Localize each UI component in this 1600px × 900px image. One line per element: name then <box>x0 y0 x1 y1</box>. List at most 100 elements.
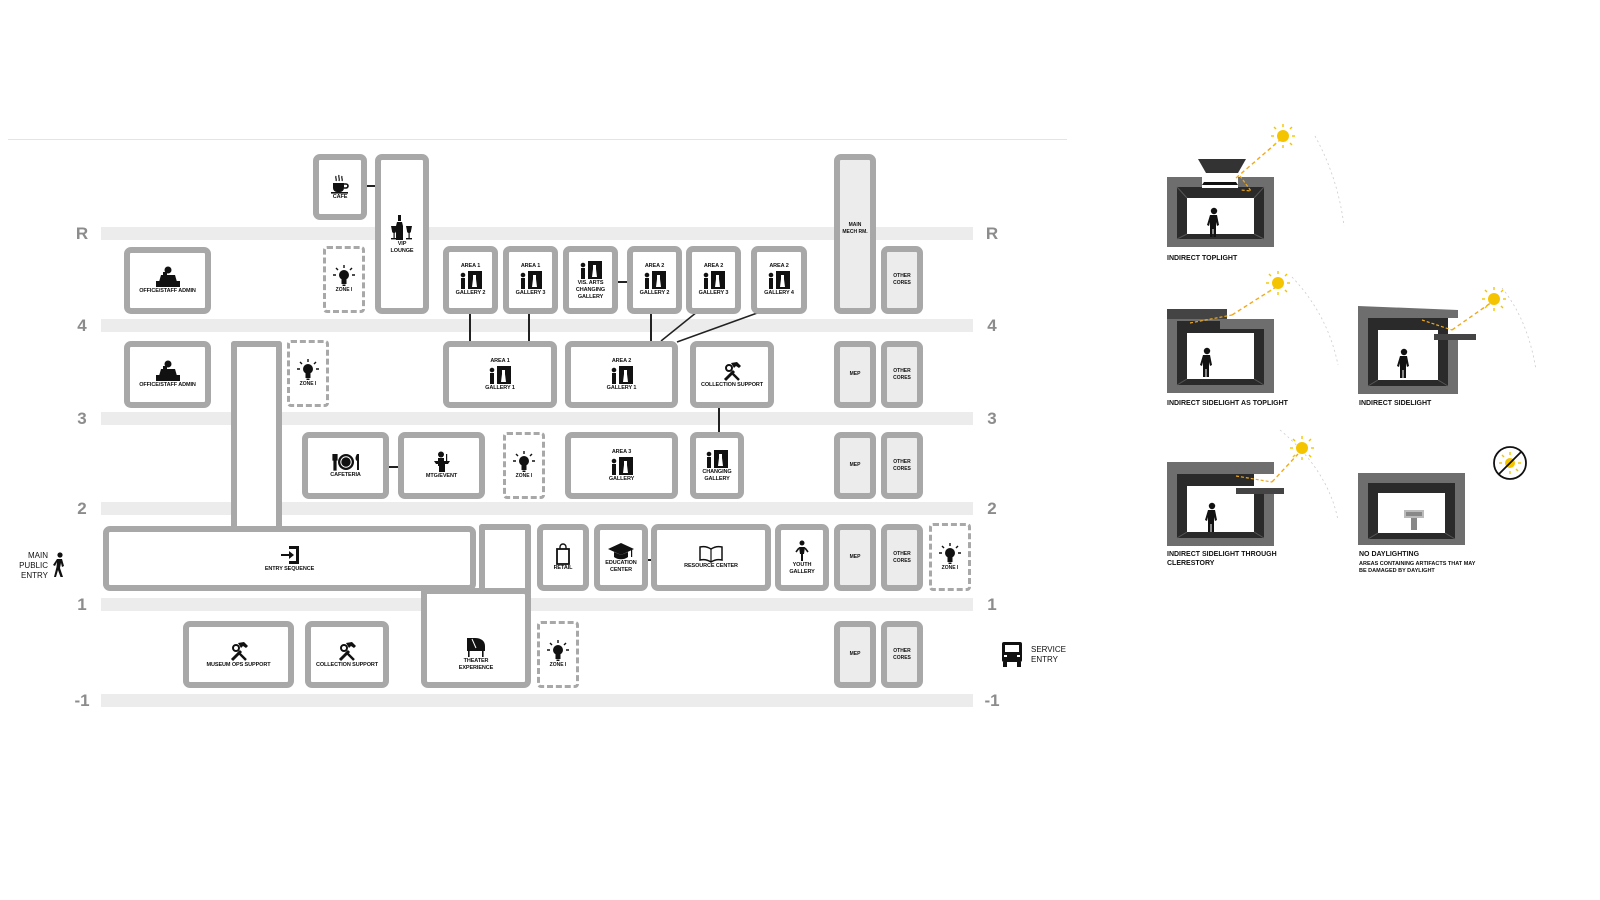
wine-glass-icon <box>389 213 415 241</box>
room-label: AREA 2 <box>644 263 665 269</box>
connector-line <box>718 407 720 433</box>
connector-line <box>646 559 653 561</box>
room-gallery-area-3[interactable]: AREA 3 GALLERY <box>565 432 678 499</box>
room-label: ZONE I <box>335 287 353 293</box>
room-label: ZONE I <box>549 662 567 668</box>
zone-marker[interactable]: ZONE I <box>503 432 545 499</box>
room-gallery-2-area-2[interactable]: AREA 2 GALLERY 2 <box>627 246 682 314</box>
room-youth-gallery[interactable]: YOUTH GALLERY <box>775 524 829 591</box>
hammer-wrench-icon <box>721 360 743 382</box>
room-label: OTHER <box>893 367 911 374</box>
room-other-cores[interactable]: OTHER CORES <box>881 621 923 688</box>
room-mtg-event[interactable]: MTG/EVENT <box>398 432 485 499</box>
level-band-2 <box>101 502 973 515</box>
room-mep[interactable]: MEP <box>834 341 876 408</box>
room-other-cores[interactable]: OTHER CORES <box>881 341 923 408</box>
room-gallery-3-area-2[interactable]: AREA 2 GALLERY 3 <box>686 246 741 314</box>
room-office-admin[interactable]: OFFICE/STAFF ADMIN <box>124 247 211 314</box>
zone-marker[interactable]: ZONE I <box>323 246 365 313</box>
room-other-cores[interactable]: OTHER CORES <box>881 246 923 314</box>
room-mep[interactable]: MEP <box>834 524 876 591</box>
zone-marker[interactable]: ZONE I <box>287 340 329 407</box>
daylight-section-clerestory <box>1167 429 1339 546</box>
zone-marker[interactable]: ZONE I <box>929 523 971 591</box>
connector-line <box>617 281 628 283</box>
level-band-4 <box>101 319 973 332</box>
sun-icon <box>1290 436 1314 460</box>
connector-line <box>469 313 471 341</box>
painting-viewer-icon <box>702 270 726 290</box>
room-gallery-3-area-1[interactable]: AREA 1 GALLERY 3 <box>503 246 558 314</box>
room-label: MEP <box>849 462 861 468</box>
room-collection-support[interactable]: COLLECTION SUPPORT <box>690 341 774 408</box>
connector-line <box>650 313 652 341</box>
room-label: ZONE I <box>941 564 959 571</box>
room-label: OTHER <box>893 550 911 557</box>
sun-icon <box>1482 287 1506 311</box>
top-divider <box>8 139 1067 140</box>
room-label: VIS. ARTS CHANGING <box>575 279 606 293</box>
desk-person-icon <box>155 266 181 288</box>
room-education-center[interactable]: EDUCATION CENTER <box>594 524 648 591</box>
room-label: MUSEUM OPS SUPPORT <box>206 662 271 668</box>
dining-icon <box>331 452 361 472</box>
level-label: 4 <box>77 316 87 335</box>
painting-viewer-icon <box>488 365 512 385</box>
painting-viewer-icon <box>767 270 791 290</box>
room-entry-sequence[interactable]: ENTRY SEQUENCE <box>103 526 476 591</box>
room-gallery-4-area-2[interactable]: AREA 2 GALLERY 4 <box>751 246 807 314</box>
zone-marker[interactable]: ZONE I <box>537 621 579 688</box>
room-resource-center[interactable]: RESOURCE CENTER <box>651 524 771 591</box>
room-label: MEP <box>849 554 861 560</box>
painting-viewer-icon <box>705 449 729 469</box>
room-cafe[interactable]: CAFE <box>313 154 367 220</box>
room-office-admin[interactable]: OFFICE/STAFF ADMIN <box>124 341 211 408</box>
room-gallery-1-area-1[interactable]: AREA 1 GALLERY 1 <box>443 341 557 408</box>
room-label: THEATER <box>463 658 489 664</box>
level-label: 3 <box>987 409 997 428</box>
coffee-cup-icon <box>329 174 351 194</box>
room-museum-ops-support[interactable]: MUSEUM OPS SUPPORT <box>183 621 294 688</box>
room-label: RETAIL <box>553 565 573 571</box>
room-vis-arts-changing-gallery[interactable]: VIS. ARTS CHANGING GALLERY <box>563 246 618 314</box>
level-label: R <box>985 224 999 243</box>
level-label: 3 <box>77 409 87 428</box>
room-vip-lounge[interactable]: VIP LOUNGE <box>375 154 429 314</box>
room-other-cores[interactable]: OTHER CORES <box>881 524 923 591</box>
room-collection-support[interactable]: COLLECTION SUPPORT <box>305 621 389 688</box>
room-retail[interactable]: RETAIL <box>537 524 589 591</box>
room-label: GALLERY <box>608 475 635 482</box>
room-label: ZONE I <box>515 473 533 479</box>
room-label: GALLERY 3 <box>515 290 546 296</box>
room-other-cores[interactable]: OTHER CORES <box>881 432 923 499</box>
shopping-bag-icon <box>555 543 571 565</box>
room-label: CORES <box>893 280 911 286</box>
lightbulb-icon <box>297 359 319 381</box>
room-label: RESOURCE CENTER <box>684 563 738 569</box>
room-label: MTG/EVENT <box>425 473 458 479</box>
room-changing-gallery[interactable]: CHANGING GALLERY <box>690 432 744 499</box>
room-mep[interactable]: MEP <box>834 621 876 688</box>
panel-label: INDIRECT SIDELIGHT AS TOPLIGHT <box>1167 400 1288 407</box>
room-mep[interactable]: MEP <box>834 432 876 499</box>
main-public-entry-label: MAIN PUBLIC ENTRY <box>19 551 48 580</box>
room-cafeteria[interactable]: CAFETERIA <box>302 432 389 499</box>
level-band-1 <box>101 598 973 611</box>
room-label: VIP <box>397 241 407 247</box>
room-gallery-1-area-2[interactable]: AREA 2 GALLERY 1 <box>565 341 678 408</box>
lightbulb-icon <box>513 451 535 473</box>
level-label: -1 <box>74 691 90 710</box>
room-main-mech[interactable]: MAIN MECH RM. <box>834 154 876 314</box>
room-gallery-2-area-1[interactable]: AREA 1 GALLERY 2 <box>443 246 498 314</box>
level-band-3 <box>101 412 973 425</box>
level-label: 1 <box>77 595 87 614</box>
room-theater-experience[interactable]: THEATER EXPERIENCE <box>421 588 531 688</box>
room-label: GALLERY 2 <box>639 290 670 296</box>
sun-icon <box>1271 124 1295 148</box>
open-book-icon <box>698 545 724 563</box>
room-label: CHANGING <box>702 468 732 475</box>
walking-person-icon <box>51 552 67 578</box>
lightbulb-icon <box>333 265 355 287</box>
room-label: CAFE <box>332 193 348 200</box>
